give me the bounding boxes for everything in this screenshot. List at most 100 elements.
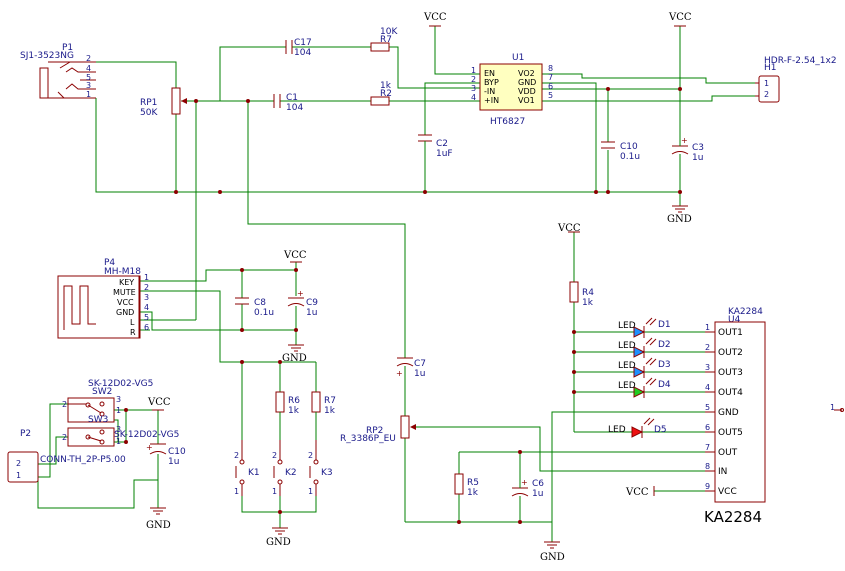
svg-text:OUT1: OUT1 [718,328,743,338]
rp2-trimmer: RP2 R_3386P_EU [340,415,416,444]
svg-text:1u: 1u [306,308,317,318]
svg-text:C8: C8 [254,298,266,308]
c9-capacitor: + C9 1u [287,289,318,318]
svg-text:1: 1 [705,323,710,332]
svg-text:+IN: +IN [484,96,499,105]
svg-text:2: 2 [272,451,277,460]
gnd-sw: GND [146,507,171,531]
svg-text:LED: LED [618,381,636,391]
svg-text:1k: 1k [288,406,300,416]
svg-text:VCC: VCC [117,298,134,307]
svg-text:D2: D2 [658,340,671,350]
svg-text:1u: 1u [692,153,703,163]
svg-text:VCC: VCC [557,223,581,234]
svg-text:1: 1 [471,66,476,75]
led-d5: LED D5 [608,417,667,438]
rp1-potentiometer: RP1 50K [140,87,187,118]
led-d5-body [631,426,644,438]
svg-text:OUT4: OUT4 [718,388,743,398]
svg-text:7: 7 [548,73,553,82]
svg-text:R2: R2 [380,89,392,99]
svg-text:C2: C2 [436,139,448,149]
svg-text:R7: R7 [324,396,336,406]
svg-text:6: 6 [144,323,149,332]
svg-text:+: + [297,289,304,298]
r6-resistor: R6 1k [275,391,300,416]
svg-text:104: 104 [294,48,311,58]
svg-text:C6: C6 [532,479,544,489]
svg-text:LED: LED [618,361,636,371]
svg-text:VCC: VCC [718,487,737,497]
svg-text:SK-12D02-VG5: SK-12D02-VG5 [88,379,153,389]
stray-pin: 1 [830,403,844,412]
u1-ht6827: U1 HT6827 1 2 3 4 EN BYP -IN +IN 8 7 6 5… [471,53,553,127]
svg-text:50K: 50K [140,108,158,118]
svg-text:HT6827: HT6827 [490,117,525,127]
svg-text:VCC: VCC [625,487,649,498]
led-d3: LED D3 [618,357,671,378]
svg-text:OUT3: OUT3 [718,368,743,378]
svg-text:5: 5 [548,91,553,100]
svg-text:+: + [521,478,528,487]
u4-pin-lines [705,331,715,492]
gnd-u4: GND [540,541,565,563]
svg-text:R7: R7 [380,35,392,45]
svg-text:2: 2 [764,90,769,99]
svg-text:R6: R6 [288,396,300,406]
svg-text:+: + [396,369,403,378]
gnd-top: GND [667,205,692,225]
k1-key: 2 1 K1 [234,440,260,496]
svg-text:IN: IN [718,467,727,477]
svg-text:D1: D1 [658,320,671,330]
svg-text:VCC: VCC [283,250,307,261]
sw2-slide-switch: SK-12D02-VG5 SW2 2 3 1 [62,379,153,423]
svg-text:VO1: VO1 [518,96,535,105]
c17-capacitor: C17 104 [285,38,312,58]
svg-text:6: 6 [548,82,553,91]
gnd-symbols: GND GND GND GND GND [146,205,692,563]
svg-text:1: 1 [144,273,149,282]
svg-text:VCC: VCC [147,397,171,408]
svg-text:SK-12D02-VG5: SK-12D02-VG5 [114,430,179,440]
svg-text:3: 3 [116,425,121,434]
svg-text:1: 1 [86,90,91,99]
svg-text:LED: LED [608,425,626,435]
svg-text:MH-M18: MH-M18 [104,267,141,277]
sw3-slide-switch: SW3 SK-12D02-VG5 2 3 1 [62,415,179,447]
svg-text:KA2284: KA2284 [728,307,763,317]
svg-text:MUTE: MUTE [113,288,136,297]
svg-text:0.1u: 0.1u [620,152,640,162]
svg-text:P2: P2 [20,429,31,439]
svg-text:C7: C7 [414,359,426,369]
svg-text:3: 3 [116,395,121,404]
u4-ka2284: KA2284 U4 1 2 3 4 5 6 7 8 9 OUT1 OUT2 OU… [704,307,766,526]
c10-capacitor-top: C10 0.1u [601,141,640,162]
svg-text:1u: 1u [532,489,543,499]
svg-text:1u: 1u [414,369,425,379]
svg-text:SW3: SW3 [88,415,108,425]
svg-text:9: 9 [705,482,710,491]
c2-capacitor: C2 1uF [418,134,453,159]
vcc-symbols: VCC VCC VCC VCC VCC VCC [147,12,692,498]
svg-text:6: 6 [705,423,710,432]
vcc-u4: VCC [625,486,655,498]
svg-text:3: 3 [471,84,476,93]
svg-text:1: 1 [234,487,239,496]
svg-text:BYP: BYP [484,78,499,87]
svg-text:KEY: KEY [119,278,134,287]
p1-audio-jack: P1 SJ1-3523NG 2 4 5 3 1 [20,43,96,99]
svg-text:1k: 1k [582,298,594,308]
c10-capacitor-bottom: + C10 1u [146,443,186,467]
svg-text:1: 1 [764,79,769,88]
svg-text:5: 5 [86,73,91,82]
led-d3-body [633,366,646,378]
led-d1: LED D1 [618,317,671,338]
svg-text:VO2: VO2 [518,69,535,78]
k2-key: 2 1 K2 [272,440,297,496]
svg-text:LED: LED [618,321,636,331]
led-d4-body [633,386,646,398]
svg-text:HDR-F-2.54_1x2: HDR-F-2.54_1x2 [764,56,837,66]
svg-text:2: 2 [16,459,21,468]
svg-text:GND: GND [266,537,291,548]
r4-resistor: R4 1k [569,281,594,308]
